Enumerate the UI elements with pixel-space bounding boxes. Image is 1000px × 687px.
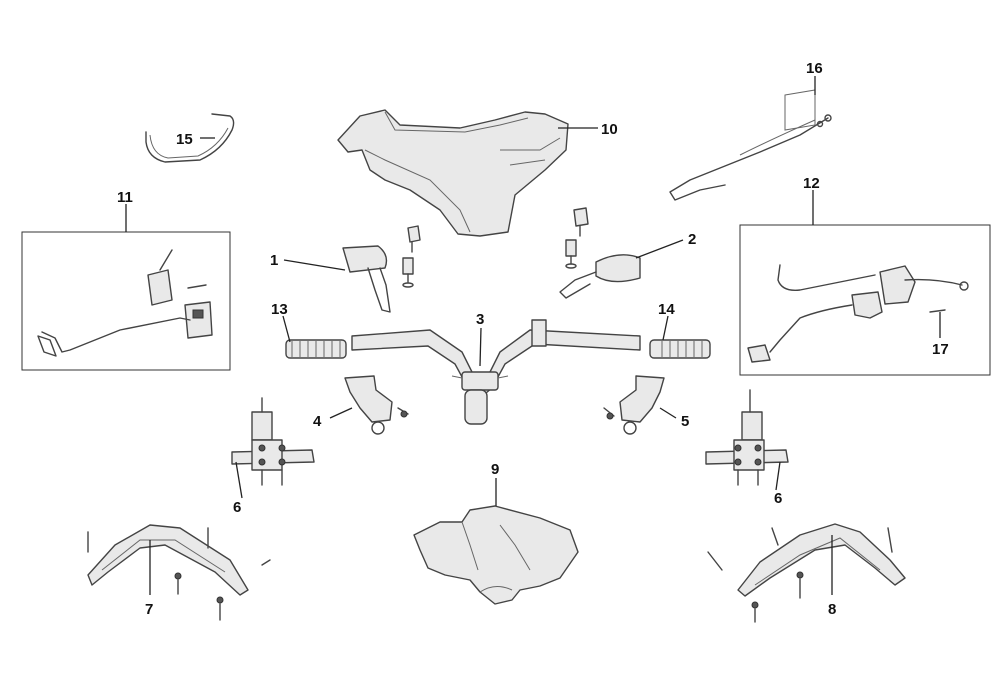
callout-6-left: 6: [233, 499, 241, 516]
part-2-right-mirror: [559, 207, 641, 299]
part-1-left-mirror: [342, 225, 421, 313]
part-7-left-side-cover: [87, 524, 271, 621]
callout-11: 11: [117, 189, 133, 206]
part-10-front-handlebar-cover: [337, 109, 569, 237]
callout-8: 8: [828, 601, 836, 618]
callout-12: 12: [803, 175, 820, 192]
callout-15: 15: [176, 131, 193, 148]
callout-1: 1: [270, 252, 278, 269]
part-6-right-handlebar-holder: [705, 389, 789, 486]
leader-lines: [125, 76, 941, 595]
callout-6-right: 6: [774, 490, 782, 507]
part-15-cable: [145, 113, 235, 163]
part-16-cable: [669, 89, 832, 201]
callout-3: 3: [476, 311, 484, 328]
part-9-rear-handlebar-cover: [413, 505, 579, 605]
callout-16: 16: [806, 60, 823, 77]
callout-labels: 1 2 3 4 5 6 6 7 8 9 10 11 12 13 14 15 16…: [117, 60, 949, 618]
part-8-right-side-cover: [707, 523, 906, 623]
callout-13: 13: [271, 301, 288, 318]
part-3-handlebar: [351, 319, 641, 425]
callout-2: 2: [688, 231, 696, 248]
part-6-left-handlebar-holder: [231, 397, 315, 486]
part-4-left-lever-bracket: [344, 375, 409, 435]
callout-14: 14: [658, 301, 675, 318]
part-13-left-grip: [285, 339, 347, 359]
callout-9: 9: [491, 461, 499, 478]
callout-5: 5: [681, 413, 689, 430]
part-12-right-lever-assembly-box: [739, 224, 991, 376]
part-14-right-grip: [649, 339, 711, 359]
callout-10: 10: [601, 121, 618, 138]
callout-7: 7: [145, 601, 153, 618]
callout-4: 4: [313, 413, 322, 430]
part-5-right-lever-bracket: [603, 375, 665, 435]
part-11-left-switch-assembly-box: [21, 231, 231, 371]
callout-17: 17: [932, 341, 949, 358]
